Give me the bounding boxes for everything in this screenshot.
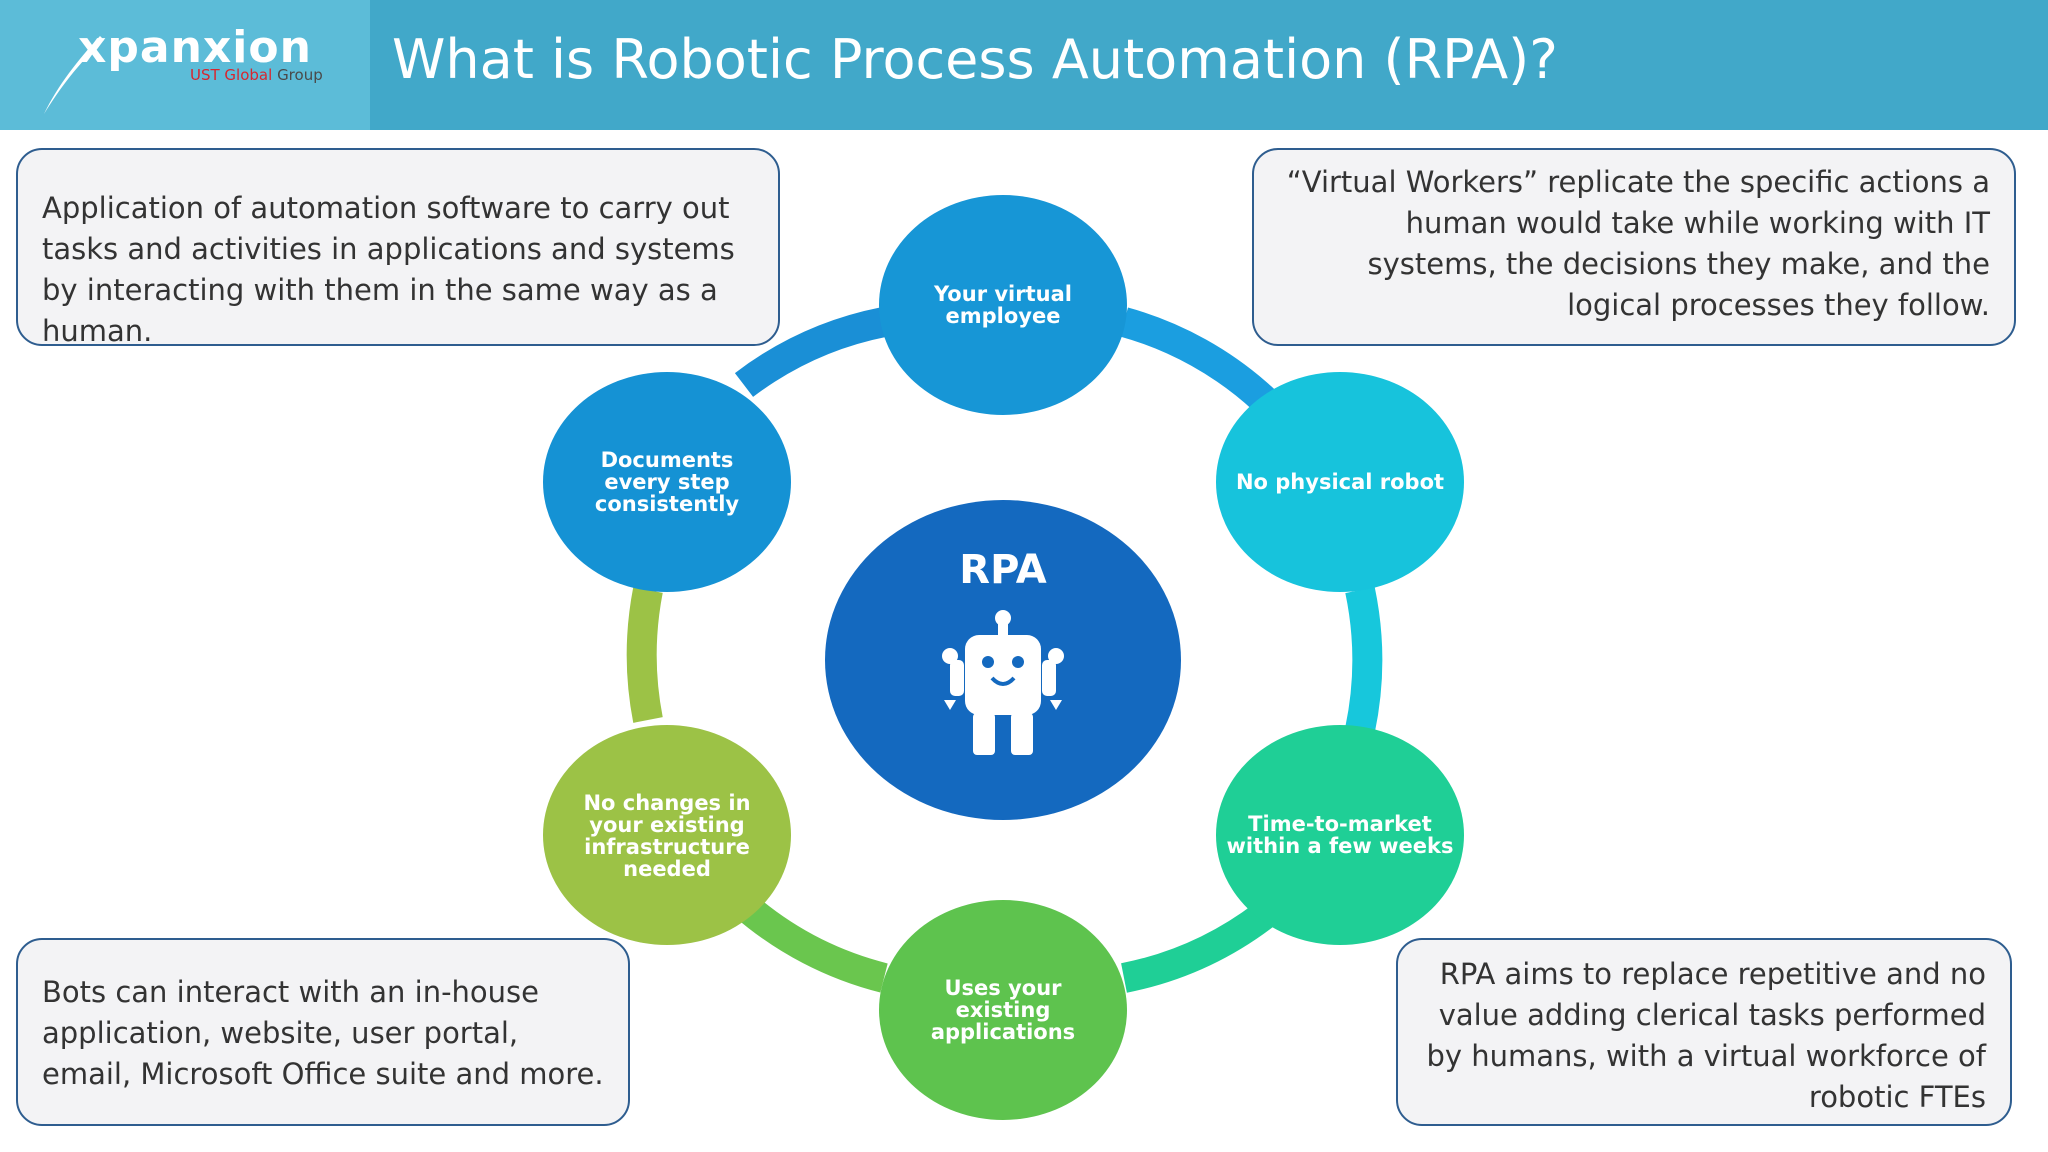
node-time-to-market (1216, 725, 1464, 945)
node-label-uses-existing-apps: Uses your existing applications (930, 976, 1076, 1044)
node-no-physical-robot (1216, 372, 1464, 592)
node-label-virtual-employee: Your virtual employee (934, 282, 1072, 328)
page-title: What is Robotic Process Automation (RPA)… (392, 28, 1558, 91)
node-label-time-to-market: Time-to-market within a few weeks (1226, 812, 1454, 858)
ring-segment-1 (734, 307, 888, 398)
node-uses-existing-apps (879, 900, 1127, 1120)
logo-swoosh-icon (44, 36, 104, 114)
ring-segment-4 (1120, 902, 1274, 993)
ring-segment-3 (1345, 586, 1383, 734)
node-documents (543, 372, 791, 592)
header-bar: xpanxion UST Global Group What is Roboti… (0, 0, 2048, 130)
bots-interaction-box: Bots can interact with an in-house appli… (16, 938, 630, 1126)
ring-segment-6 (626, 587, 663, 723)
node-label-documents: Documents every step consistently (594, 448, 740, 516)
ring-segment-5 (734, 893, 888, 993)
logo-wordmark: xpanxion (78, 22, 312, 73)
node-label-no-physical-robot: No physical robot (1235, 470, 1445, 494)
rpa-aims-box: RPA aims to replace repetitive and no va… (1396, 938, 2012, 1126)
node-no-changes (543, 725, 791, 945)
ring-segment-2 (1119, 307, 1275, 412)
definition-box: Application of automation software to ca… (16, 148, 780, 348)
logo-subtitle: UST Global Group (190, 66, 323, 84)
rpa-center-label: RPA (959, 547, 1047, 593)
node-virtual-employee (879, 195, 1127, 415)
robot-icon (942, 610, 1064, 755)
logo: xpanxion UST Global Group (0, 0, 370, 130)
node-label-no-changes: No changes in your existing infrastructu… (583, 791, 751, 881)
virtual-workers-box: “Virtual Workers” replicate the specific… (1252, 148, 2016, 346)
